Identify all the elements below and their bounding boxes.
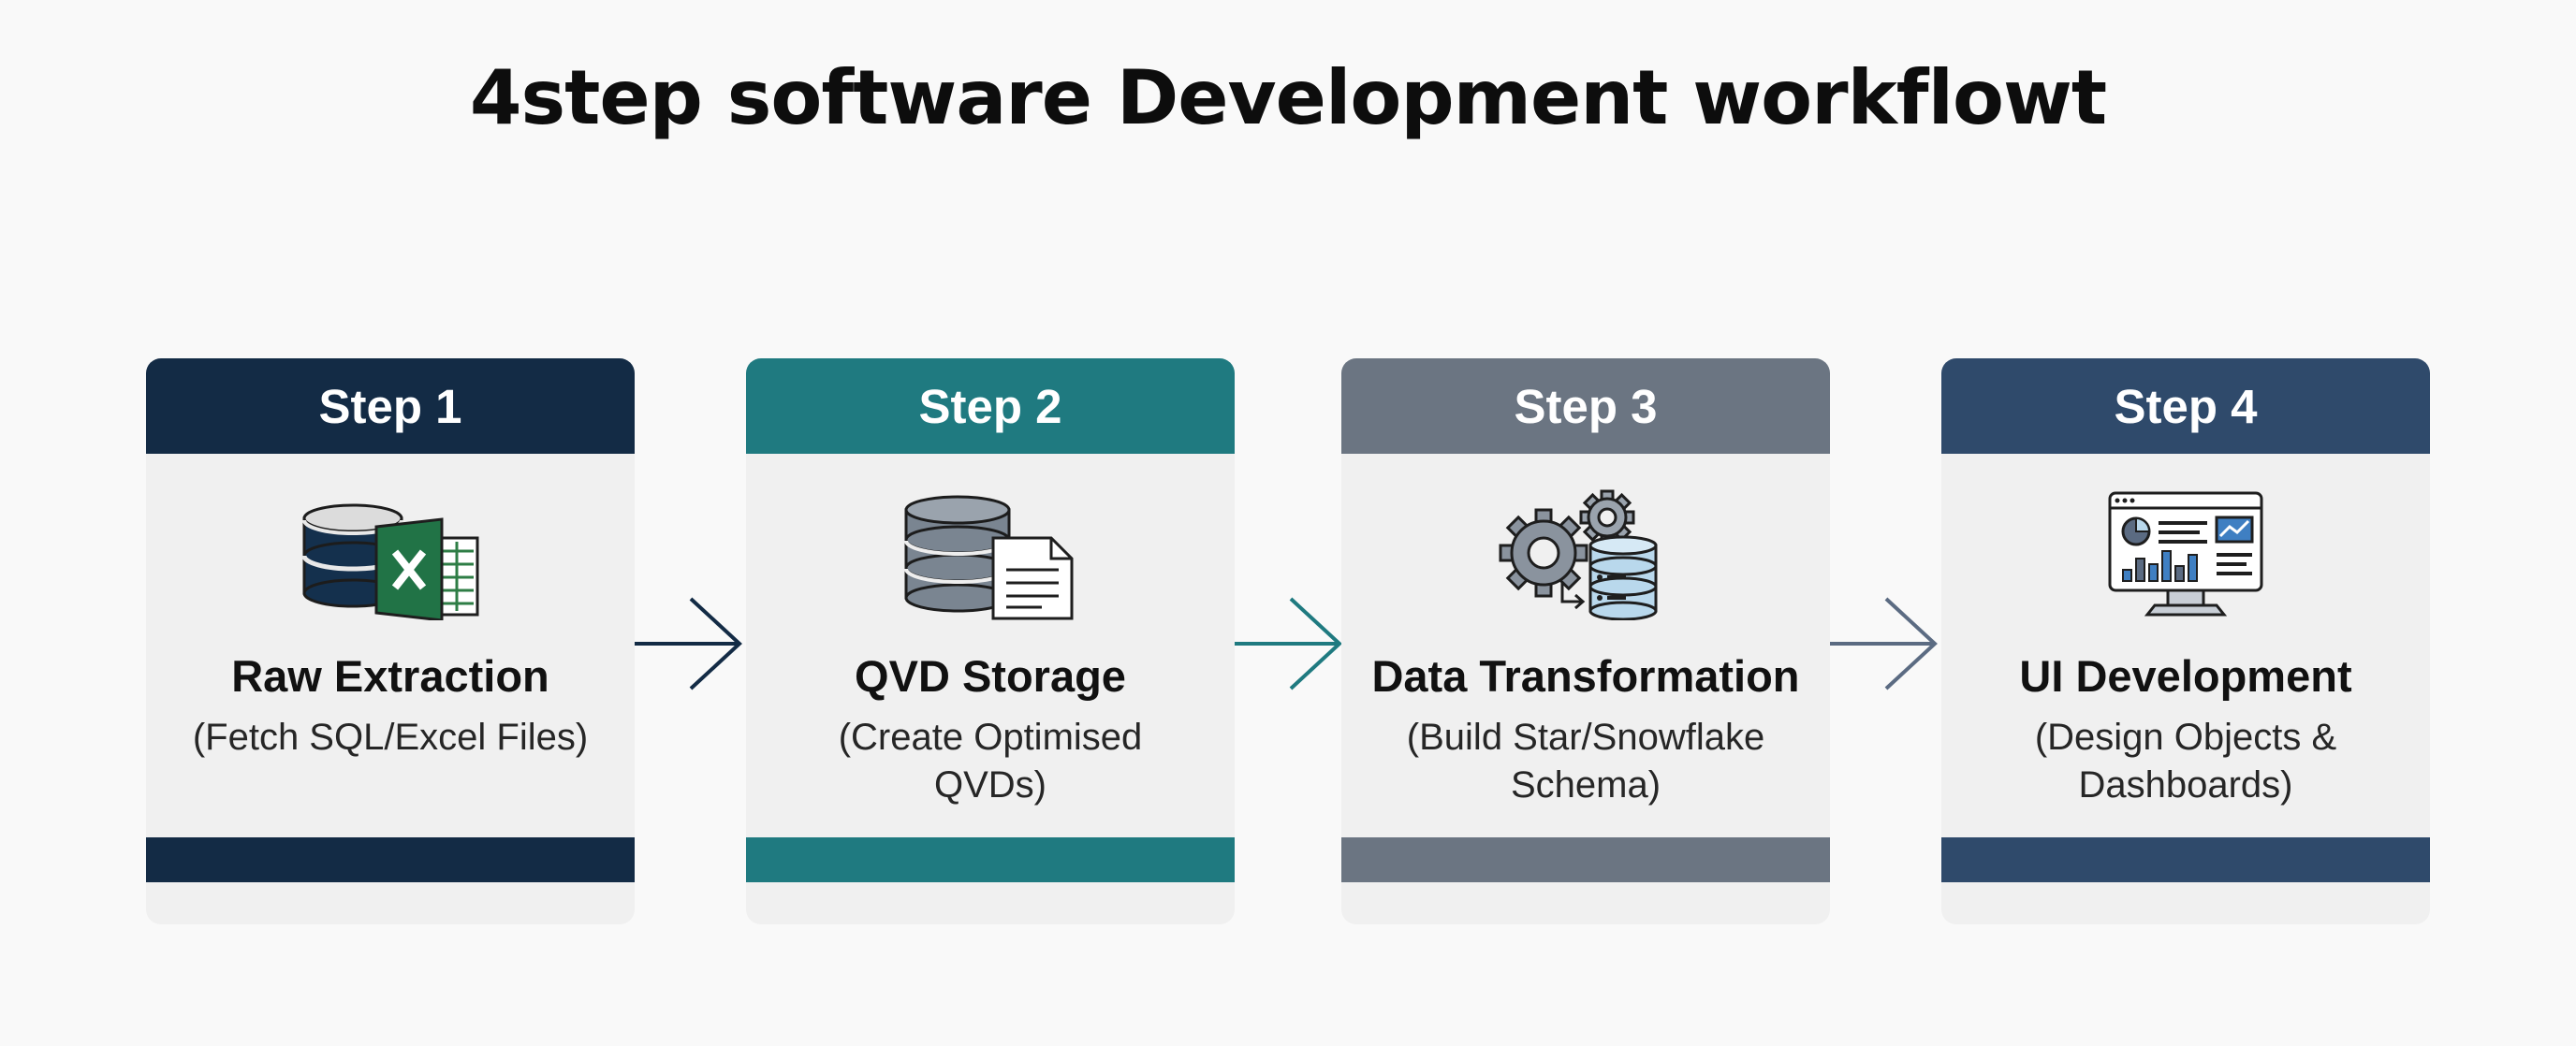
step-3-card: Step 3 <box>1341 358 1830 924</box>
step-1-header: Step 1 <box>146 358 635 454</box>
step-3-title: Data Transformation <box>1371 651 1800 701</box>
step-3-description: (Build Star/Snowflake Schema) <box>1406 717 1765 806</box>
step-4-description: (Design Objects & Dashboards) <box>2034 717 2337 806</box>
database-document-icon <box>746 489 1235 620</box>
step-1-description: (Fetch SQL/Excel Files) <box>192 717 589 758</box>
arrow-right-icon <box>1235 597 1342 690</box>
step-4-title: UI Development <box>2019 651 2352 701</box>
arrow-right-icon <box>635 597 742 690</box>
step-4-footer-bar <box>1941 837 2430 882</box>
page-title: 4step software Development workflowt <box>469 54 2107 141</box>
step-2-title: QVD Storage <box>855 651 1126 701</box>
step-1-footer-bar <box>146 837 635 882</box>
gears-database-icon <box>1341 489 1830 620</box>
step-4-header: Step 4 <box>1941 358 2430 454</box>
step-2-card: Step 2 QVD Storage (Cr <box>746 358 1235 924</box>
step-2-header: Step 2 <box>746 358 1235 454</box>
dashboard-monitor-icon <box>1941 489 2430 620</box>
arrow-right-icon <box>1830 597 1938 690</box>
step-1-card: Step 1 Raw Extrac <box>146 358 635 924</box>
step-2-description: (Create Optimised QVDs) <box>838 717 1143 806</box>
step-1-label: Step 1 <box>318 379 462 433</box>
step-3-header: Step 3 <box>1341 358 1830 454</box>
step-3-footer-bar <box>1341 837 1830 882</box>
step-2-label: Step 2 <box>918 379 1062 433</box>
step-1-title: Raw Extraction <box>231 651 549 701</box>
database-excel-icon <box>146 489 635 620</box>
step-4-label: Step 4 <box>2114 379 2258 433</box>
step-4-card: Step 4 <box>1941 358 2430 924</box>
step-2-footer-bar <box>746 837 1235 882</box>
step-3-label: Step 3 <box>1514 379 1658 433</box>
